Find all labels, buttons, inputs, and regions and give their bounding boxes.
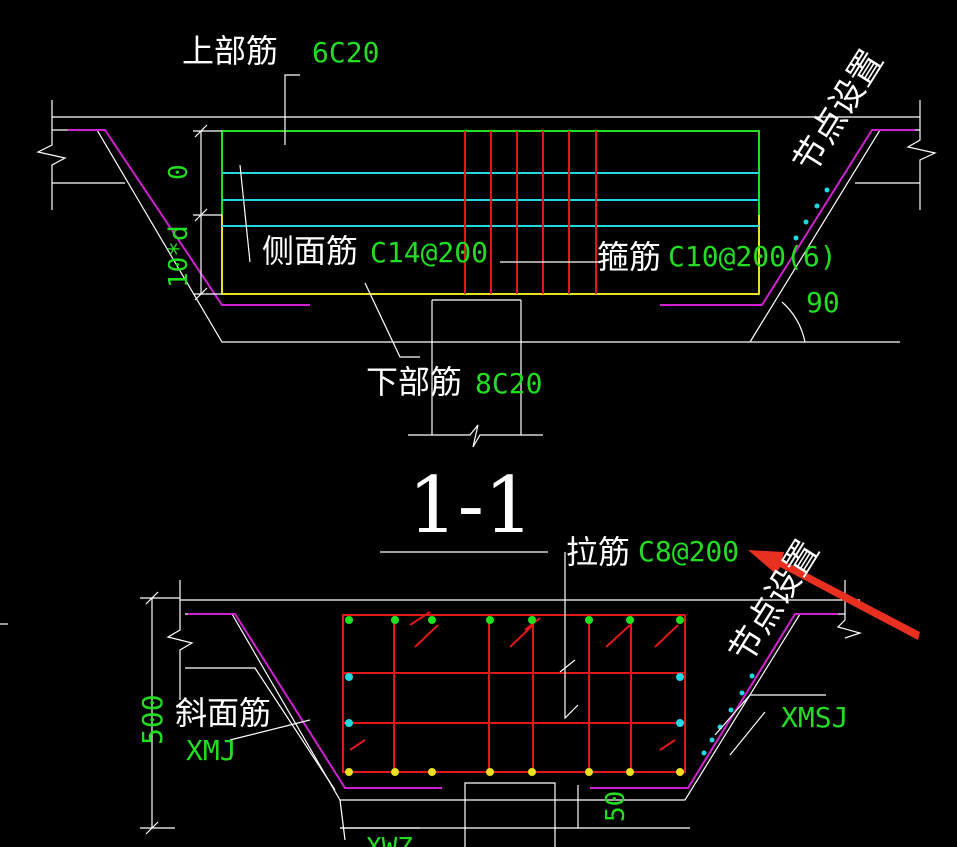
bottom-bar-dots-bottom	[345, 768, 684, 776]
bottom-stirrup-box	[342, 614, 686, 773]
bottom-bar-value: 8C20	[475, 367, 542, 400]
section-title: 1-1	[408, 461, 534, 551]
slant-bar-label: 斜面筋	[175, 694, 271, 732]
leader-tie-bar	[564, 552, 579, 720]
bottom-bar-label: 下部筋	[366, 363, 462, 401]
bottom-bar-dots-side	[345, 673, 684, 727]
side-bar-label: 侧面筋	[262, 232, 358, 270]
bottom-pit-outer-left	[185, 667, 336, 791]
stirrup-label: 箍筋	[597, 238, 661, 276]
bottom-pit-right-break	[836, 580, 863, 639]
dim-tick-1	[194, 124, 208, 138]
dim-tick-2	[194, 208, 208, 222]
dim-tick-h1	[145, 591, 159, 605]
angle-value: 90	[806, 286, 840, 319]
dim-xwz-left	[339, 799, 346, 841]
bent-bar-right	[660, 129, 915, 306]
bottom-code: XWZ	[366, 833, 413, 847]
slant-bar-value: XMJ	[186, 734, 237, 767]
bottom-section: 拉筋 C8@200 节点设置 斜面筋 XMJ XMSJ 500 50 XWZ	[136, 533, 920, 847]
side-bar-value: C14@200	[370, 236, 488, 269]
stirrup-value: C10@200(6)	[668, 240, 837, 273]
top-section: 上部筋 6C20 0 10*d 侧面筋 C14@200 箍筋 C10@200(6…	[36, 32, 937, 448]
leader-tie-bar-2	[559, 659, 576, 673]
top-bar-value: 6C20	[312, 36, 379, 69]
leader-side-bar	[239, 164, 251, 263]
node-dots-bottom	[701, 673, 755, 756]
leader-xmsj	[714, 694, 826, 736]
angle-arc	[781, 301, 806, 343]
tie-bar-label: 拉筋	[566, 533, 630, 571]
tie-bar-value: C8@200	[638, 535, 739, 568]
node-dots-top	[793, 187, 830, 241]
leader-bottom-bar	[364, 282, 420, 358]
leader-xmsj-2	[729, 711, 766, 756]
column-break	[408, 300, 543, 448]
top-bar-label: 上部筋	[182, 32, 278, 70]
bottom-bar-dots-top	[345, 616, 684, 624]
dim-ten-d: 10*d	[164, 225, 194, 288]
bottom-bent-left	[188, 613, 442, 789]
right-break-line	[906, 100, 937, 210]
bottom-pit-left-break	[166, 580, 194, 700]
dim-height-value: 500	[136, 694, 169, 745]
leader-slant	[229, 719, 311, 741]
dim-offset-value: 50	[601, 791, 631, 822]
leader-top-bar	[284, 74, 300, 145]
dim-tick-3	[194, 287, 208, 301]
side-code: XMSJ	[781, 701, 848, 734]
left-break-line	[36, 100, 67, 210]
highlight-arrow	[748, 550, 920, 640]
dim-zero: 0	[164, 164, 194, 180]
bottom-bent-right	[590, 613, 838, 789]
bent-bar-left	[68, 129, 310, 306]
node-setting-label-top: 节点设置	[786, 43, 892, 180]
dim-tick-h2	[145, 821, 159, 835]
tie-hooks	[349, 611, 679, 751]
bottom-column	[464, 782, 556, 847]
